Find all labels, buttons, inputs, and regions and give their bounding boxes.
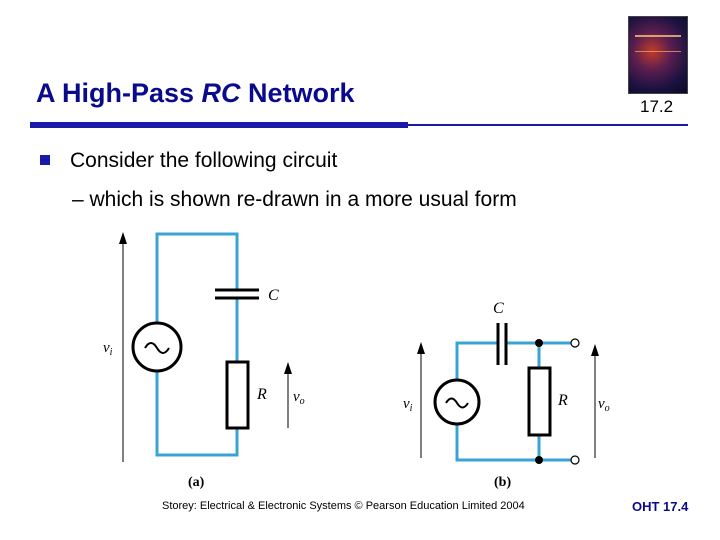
caption-b: (b) <box>494 475 511 490</box>
book-cover-image <box>628 16 688 94</box>
cap-label-b: C <box>493 300 504 317</box>
vout-arrowhead-a <box>284 362 292 374</box>
footer-credit: Storey: Electrical & Electronic Systems … <box>162 500 525 512</box>
res-label-a: R <box>256 386 267 403</box>
header-rule-thick <box>30 122 408 128</box>
vout-label-b: vo <box>598 396 610 414</box>
res-label-b: R <box>557 392 568 409</box>
bullet-icon <box>40 155 50 165</box>
junction-dot-top-b <box>535 339 543 347</box>
resistor-b <box>527 366 552 437</box>
vin-label-a: vi <box>103 340 113 358</box>
terminal-top-b <box>570 338 580 348</box>
cover-decoration <box>635 35 681 52</box>
vin-arrowhead-a <box>119 232 127 244</box>
sub-bullet-text: – which is shown re-drawn in a more usua… <box>72 188 517 211</box>
caption-a: (a) <box>188 475 205 490</box>
terminal-bottom-b <box>570 455 580 465</box>
title-suffix: Network <box>240 78 355 108</box>
bullet-text: Consider the following circuit <box>70 149 338 172</box>
vout-arrowhead-b <box>591 344 599 356</box>
slide-number: 17.2 <box>640 97 674 116</box>
vin-arrowhead-b <box>417 342 425 354</box>
title-prefix: A High-Pass <box>36 78 202 108</box>
title-italic: RC <box>201 78 241 108</box>
sine-icon-b <box>445 397 469 409</box>
cap-label-a: C <box>268 287 279 304</box>
resistor-a <box>225 360 250 430</box>
vin-label-b: vi <box>403 396 413 414</box>
oht-number: OHT 17.4 <box>632 499 689 514</box>
circuit-a: C R vi vo (a) <box>103 232 305 490</box>
header-rule-thin <box>408 124 688 126</box>
sine-icon-a <box>144 342 170 354</box>
wires-a <box>155 232 239 457</box>
circuit-b: C R vi vo (b) <box>403 300 610 490</box>
junction-dot-bottom-b <box>535 456 543 464</box>
page-title: A High-Pass RC Network <box>36 78 355 109</box>
vout-label-a: vo <box>293 389 305 407</box>
